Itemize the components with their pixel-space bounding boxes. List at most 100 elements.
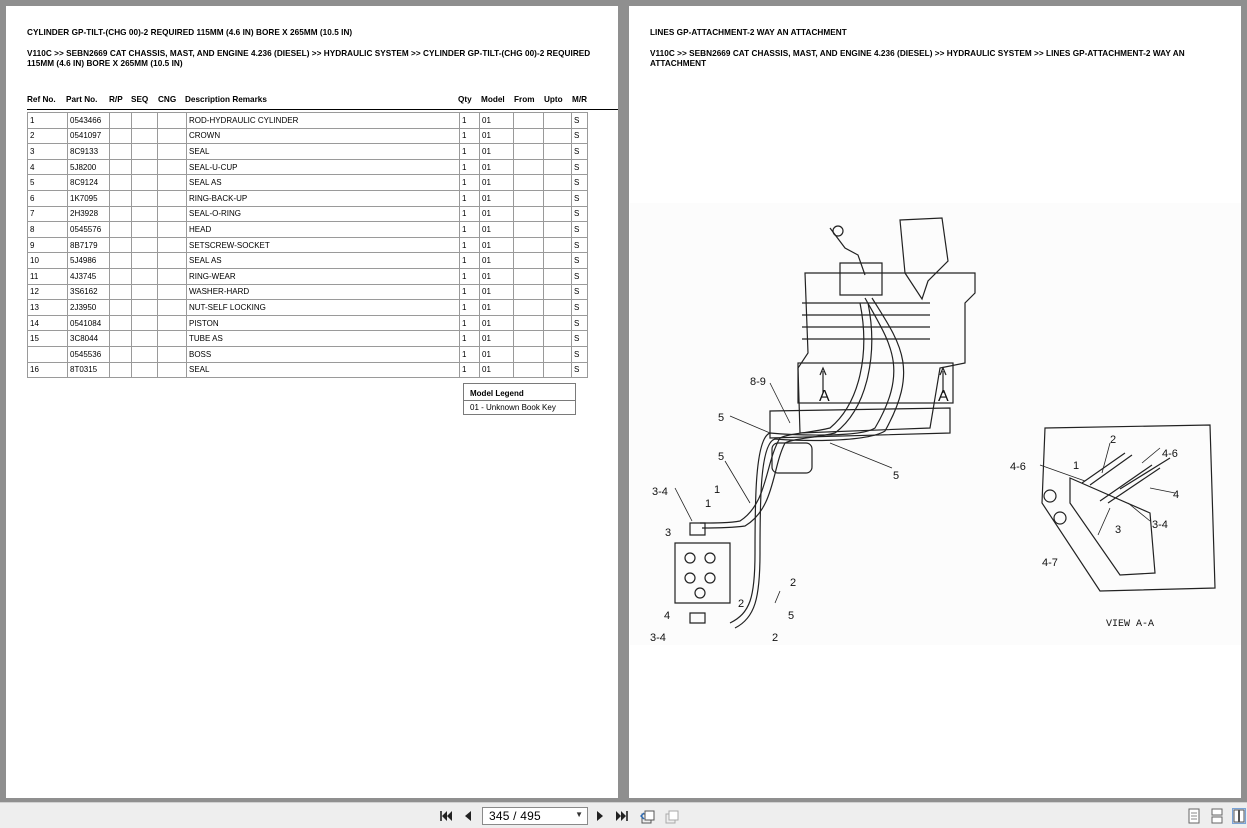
- label-2: 2: [790, 577, 796, 589]
- cell-rp: [109, 283, 132, 301]
- cell-cng: [157, 236, 187, 254]
- cell-cng: [157, 158, 187, 176]
- valve-port: [694, 587, 706, 599]
- label-3: 3: [665, 527, 671, 539]
- cell-description: BOSS: [186, 345, 460, 363]
- valve-port: [704, 572, 716, 584]
- cell-qty: 1: [459, 267, 480, 285]
- cell-description: SETSCREW-SOCKET: [186, 236, 460, 254]
- cell-upto: [543, 205, 572, 223]
- cell-description: HEAD: [186, 221, 460, 238]
- cell-seq: [131, 299, 158, 316]
- cell-ref-no: 6: [27, 189, 68, 207]
- cell-part-no: 0541084: [67, 314, 110, 332]
- cell-cng: [157, 330, 187, 347]
- page-indicator: 345 / 495: [489, 809, 541, 823]
- valve-fittings: [689, 522, 706, 624]
- housing-ribs: [802, 302, 930, 340]
- col-cng: CNG: [158, 95, 177, 104]
- cell-cng: [157, 143, 187, 160]
- document-viewer: CYLINDER GP-TILT-(CHG 00)-2 REQUIRED 115…: [6, 6, 1241, 798]
- cell-cng: [157, 283, 187, 301]
- next-page-button[interactable]: [593, 809, 607, 823]
- section-box: [797, 362, 954, 404]
- leader-lines: [674, 382, 893, 604]
- cell-model: 01: [479, 158, 514, 176]
- cell-seq: [131, 314, 158, 332]
- view-aa-hoses: [1081, 452, 1171, 504]
- breadcrumb: V110C >> SEBN2669 CAT CHASSIS, MAST, AND…: [27, 49, 591, 68]
- cell-qty: 1: [459, 174, 480, 191]
- cell-qty: 1: [459, 236, 480, 254]
- go-forward-button[interactable]: [664, 809, 679, 824]
- arrow-heads: [819, 366, 947, 376]
- cell-upto: [543, 189, 572, 207]
- cell-ref-no: 3: [27, 143, 68, 160]
- label-5: 5: [718, 451, 724, 463]
- cell-upto: [543, 361, 572, 379]
- cell-upto: [543, 330, 572, 347]
- cell-rp: [109, 221, 132, 238]
- label-4-6: 4-6: [1010, 461, 1026, 473]
- cell-qty: 1: [459, 158, 480, 176]
- previous-page-button[interactable]: [461, 809, 475, 823]
- continuous-view-button[interactable]: [1210, 808, 1224, 824]
- cell-ref-no: 7: [27, 205, 68, 223]
- cell-mr: S: [571, 205, 588, 223]
- cell-mr: S: [571, 174, 588, 191]
- cell-mr: S: [571, 267, 588, 285]
- cell-part-no: 4J3745: [67, 267, 110, 285]
- col-rp: R/P: [109, 95, 123, 104]
- page-selector[interactable]: 345 / 495 ▼: [482, 807, 588, 825]
- cell-seq: [131, 174, 158, 191]
- cell-model: 01: [479, 174, 514, 191]
- cell-rp: [109, 330, 132, 347]
- cell-mr: S: [571, 236, 588, 254]
- cell-from: [513, 127, 544, 145]
- cell-mr: S: [571, 361, 588, 379]
- cell-description: SEAL-O-RING: [186, 205, 460, 223]
- cell-qty: 1: [459, 252, 480, 269]
- cell-cng: [157, 127, 187, 145]
- cell-qty: 1: [459, 143, 480, 160]
- cell-seq: [131, 127, 158, 145]
- cell-ref-no: 11: [27, 267, 68, 285]
- single-page-view-button[interactable]: [1187, 808, 1201, 824]
- cell-from: [513, 283, 544, 301]
- control-lever: [829, 227, 866, 276]
- cell-ref-no: 12: [27, 283, 68, 301]
- last-page-button[interactable]: [615, 809, 629, 823]
- cell-from: [513, 112, 544, 129]
- cell-mr: S: [571, 143, 588, 160]
- two-page-view-button[interactable]: [1232, 808, 1246, 824]
- cell-upto: [543, 158, 572, 176]
- back-view-icon: [640, 810, 655, 824]
- cell-rp: [109, 189, 132, 207]
- label-3-4: 3-4: [650, 632, 666, 644]
- section-arrows: [822, 371, 944, 393]
- valve-port: [704, 552, 716, 564]
- cell-qty: 1: [459, 283, 480, 301]
- cell-part-no: 5J8200: [67, 158, 110, 176]
- valve-port: [684, 552, 696, 564]
- cell-model: 01: [479, 143, 514, 160]
- label-3-4: 3-4: [652, 486, 668, 498]
- cell-seq: [131, 112, 158, 129]
- cell-description: ROD-HYDRAULIC CYLINDER: [186, 112, 460, 129]
- label-2: 2: [772, 632, 778, 644]
- first-page-button[interactable]: [439, 809, 453, 823]
- cell-rp: [109, 267, 132, 285]
- seat-outline: [899, 217, 949, 301]
- cell-cng: [157, 252, 187, 269]
- cell-rp: [109, 112, 132, 129]
- cell-model: 01: [479, 314, 514, 332]
- table-header: Ref No. Part No. R/P SEQ CNG Description…: [27, 95, 618, 109]
- go-back-button[interactable]: [640, 809, 655, 824]
- cell-description: SEAL AS: [186, 252, 460, 269]
- cell-upto: [543, 143, 572, 160]
